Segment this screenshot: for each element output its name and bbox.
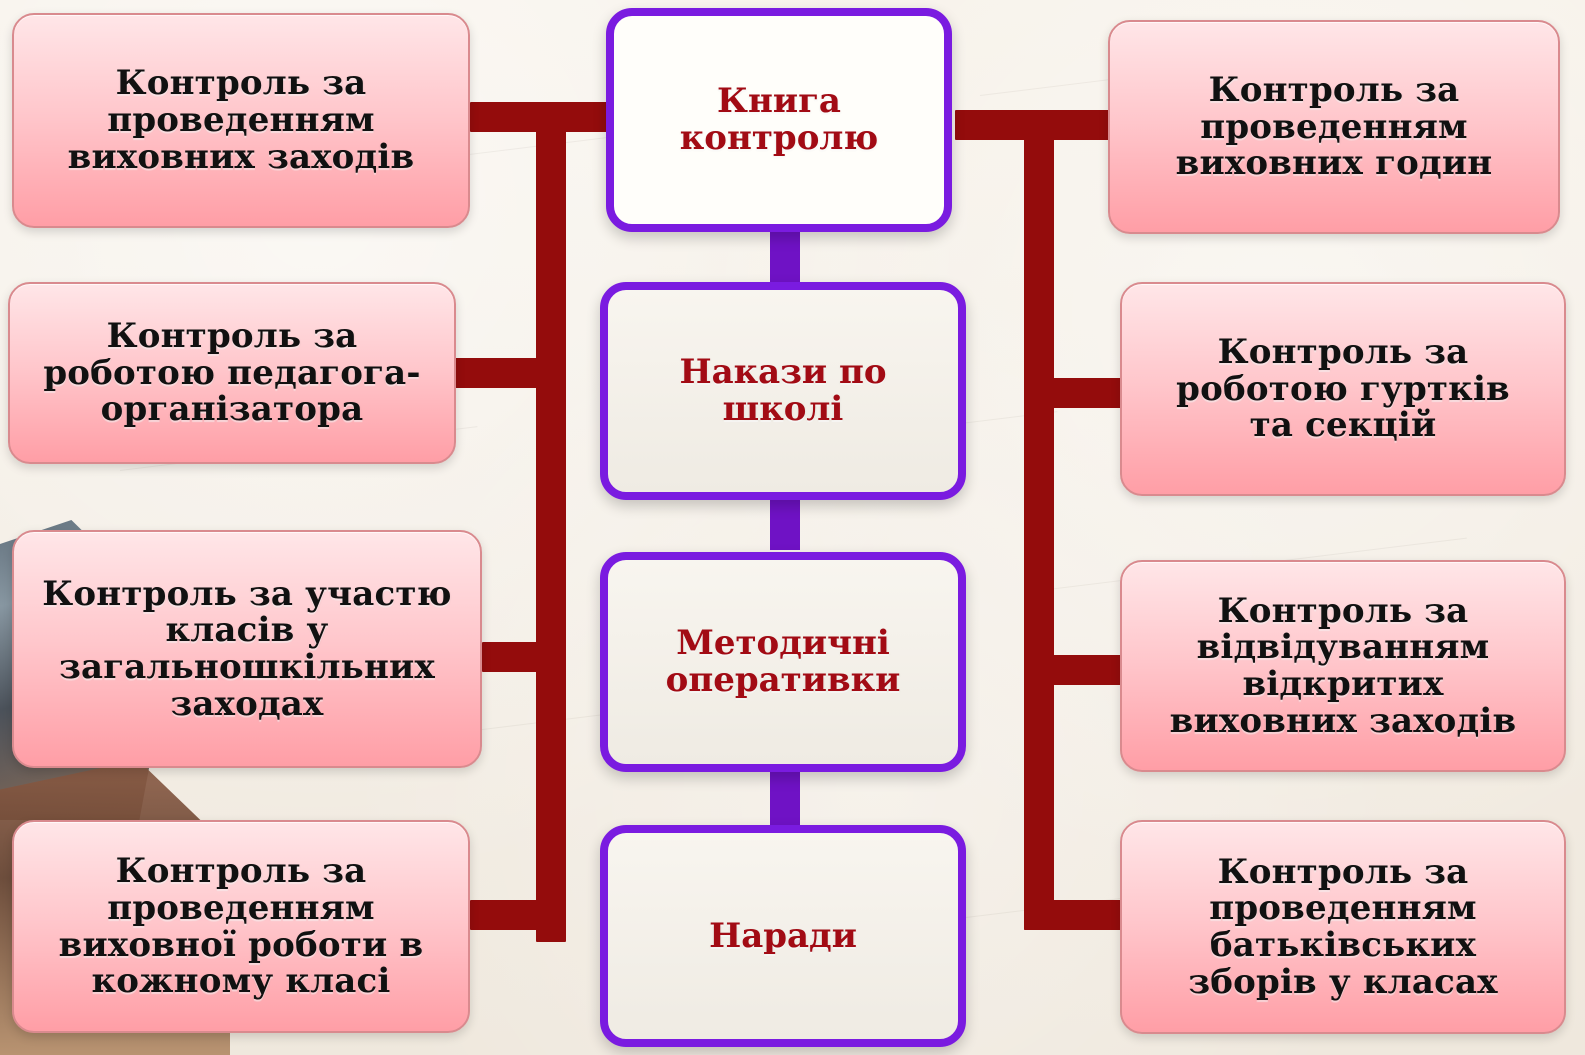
left-node-1: Контроль за проведенням виховних заходів	[12, 13, 470, 228]
right-node-4-label: Контроль за проведенням батьківських збо…	[1188, 851, 1498, 1002]
center-node-4-label: Наради	[709, 915, 857, 956]
left-top-link	[470, 102, 610, 132]
right-node-2: Контроль за роботою гуртків та секцій	[1120, 282, 1566, 496]
center-node-2: Накази по школі	[600, 282, 966, 500]
center-node-3: Методичні оперативки	[600, 552, 966, 772]
right-node-1: Контроль за проведенням виховних годин	[1108, 20, 1560, 234]
right-link	[1024, 655, 1124, 685]
center-node-2-label: Накази по школі	[679, 352, 887, 429]
right-top-link	[955, 110, 1110, 140]
center-node-1-label: Книга контролю	[679, 81, 879, 158]
left-trunk-line	[536, 102, 566, 942]
center-node-4: Наради	[600, 825, 966, 1047]
right-node-1-label: Контроль за проведенням виховних годин	[1175, 69, 1493, 184]
left-link	[470, 900, 566, 930]
left-link	[482, 642, 566, 672]
center-connector	[770, 230, 800, 285]
right-link	[1024, 900, 1124, 930]
left-node-4: Контроль за проведенням виховної роботи …	[12, 820, 470, 1033]
center-connector	[770, 495, 800, 550]
right-node-4: Контроль за проведенням батьківських збо…	[1120, 820, 1566, 1034]
center-connector	[770, 770, 800, 825]
left-node-3: Контроль за участю класів у загальношкіл…	[12, 530, 482, 768]
center-node-1: Книга контролю	[606, 8, 952, 232]
right-node-3-label: Контроль за відвідуванням відкритих вихо…	[1169, 590, 1517, 741]
left-node-1-label: Контроль за проведенням виховних заходів	[67, 63, 415, 177]
left-node-4-label: Контроль за проведенням виховної роботи …	[58, 851, 424, 1002]
right-node-3: Контроль за відвідуванням відкритих вихо…	[1120, 560, 1566, 772]
right-trunk-line	[1024, 110, 1054, 930]
left-node-2-label: Контроль за роботою педагога- організато…	[43, 315, 421, 430]
right-node-2-label: Контроль за роботою гуртків та секцій	[1176, 331, 1510, 446]
center-node-3-label: Методичні оперативки	[665, 623, 901, 700]
left-node-2: Контроль за роботою педагога- організато…	[8, 282, 456, 464]
left-node-3-label: Контроль за участю класів у загальношкіл…	[42, 573, 452, 724]
right-link	[1024, 378, 1124, 408]
left-link	[455, 358, 566, 388]
